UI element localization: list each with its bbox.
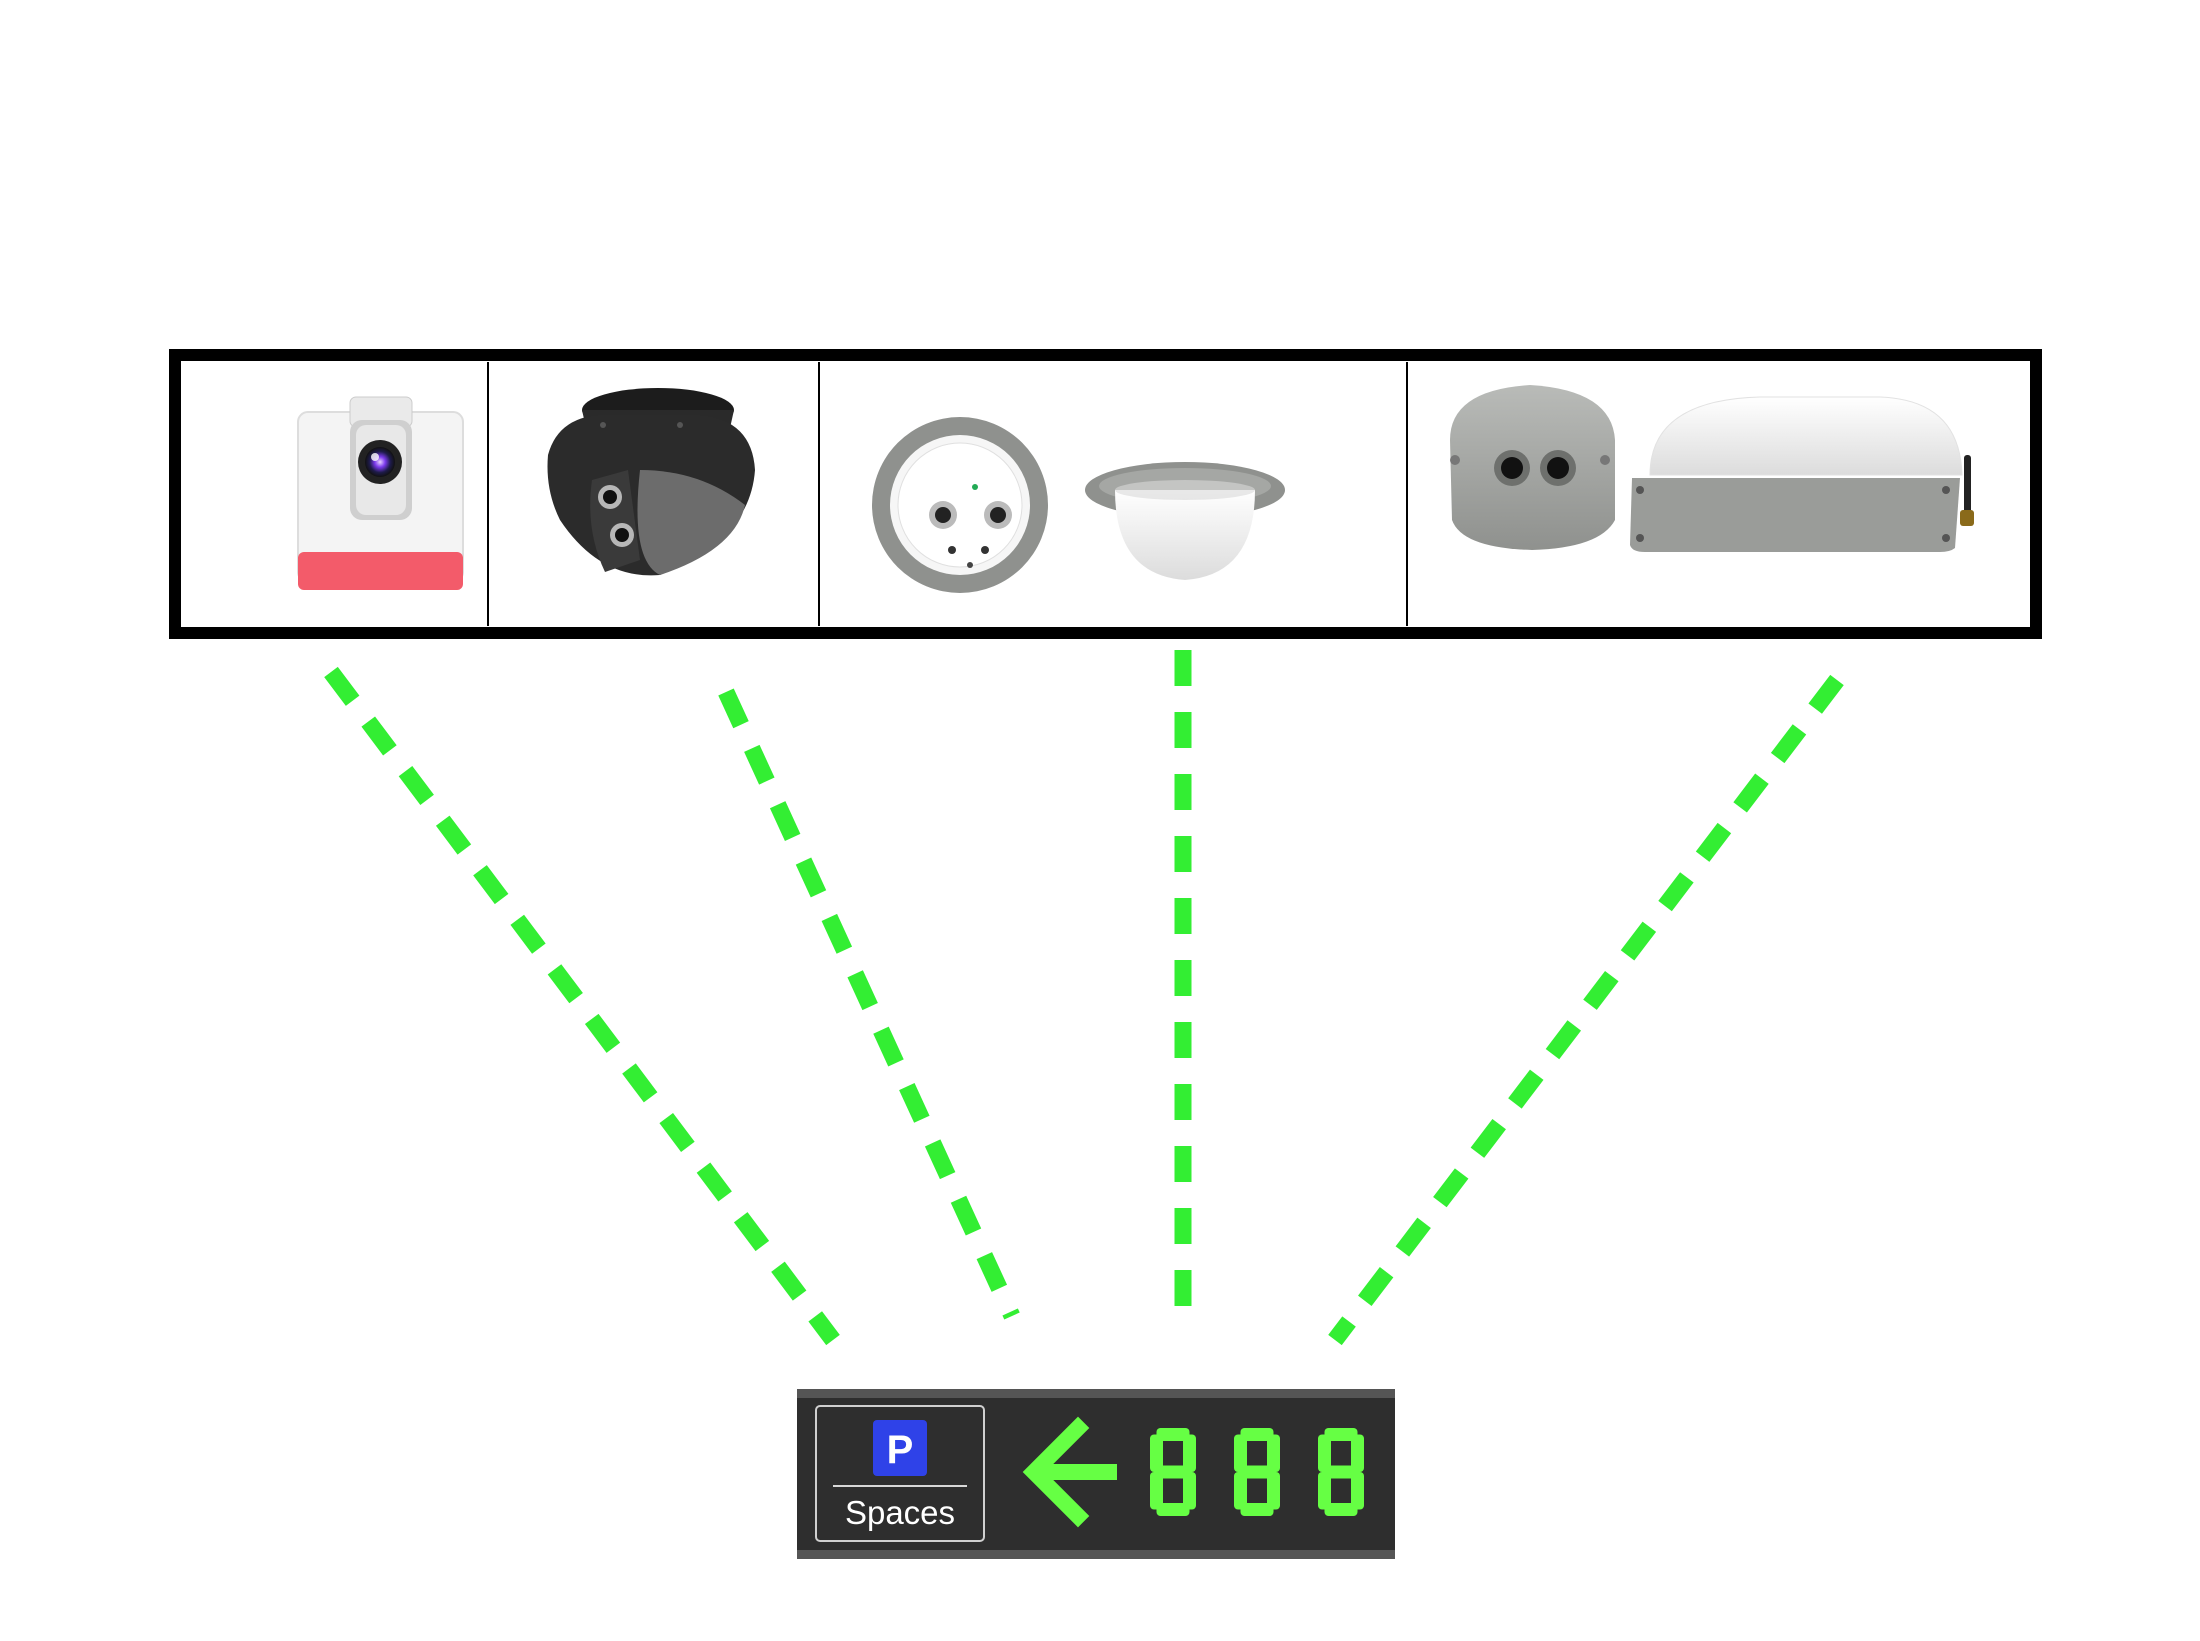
segment-b	[1183, 1434, 1196, 1472]
link-line-2	[718, 688, 1020, 1320]
segment-f	[1234, 1434, 1247, 1472]
camera-sensor-icon	[297, 396, 464, 590]
segment-e	[1318, 1472, 1331, 1510]
segment-d	[1240, 1503, 1274, 1516]
dome-sensor-icon	[547, 388, 755, 576]
segment-a	[1324, 1428, 1358, 1441]
link-line-4	[1328, 674, 1844, 1346]
segment-g	[1240, 1465, 1274, 1479]
segment-f	[1318, 1434, 1331, 1472]
segment-d	[1324, 1503, 1358, 1516]
count-digit	[1150, 1428, 1196, 1516]
segment-c	[1183, 1472, 1196, 1510]
ceiling-sensor-icon	[872, 417, 1285, 593]
parking-icon: P	[873, 1420, 927, 1476]
segment-b	[1267, 1434, 1280, 1472]
count-digit	[1234, 1428, 1280, 1516]
space-count	[1150, 1428, 1364, 1516]
segment-e	[1150, 1472, 1163, 1510]
segment-g	[1324, 1465, 1358, 1479]
segment-a	[1240, 1428, 1274, 1441]
segment-g	[1156, 1465, 1190, 1479]
link-line-1	[324, 666, 840, 1346]
connection-lines	[324, 650, 1844, 1346]
segment-c	[1351, 1472, 1364, 1510]
segment-b	[1351, 1434, 1364, 1472]
outdoor-sensor-icon	[1450, 385, 1974, 552]
segment-e	[1234, 1472, 1247, 1510]
segment-f	[1150, 1434, 1163, 1472]
count-digit	[1318, 1428, 1364, 1516]
parking-display: P Spaces	[797, 1389, 1395, 1559]
parking-symbol: P	[887, 1428, 914, 1472]
arrow-left-icon	[1022, 1416, 1117, 1528]
segment-a	[1156, 1428, 1190, 1441]
spaces-label: Spaces	[845, 1494, 955, 1531]
segment-d	[1156, 1503, 1190, 1516]
segment-c	[1267, 1472, 1280, 1510]
